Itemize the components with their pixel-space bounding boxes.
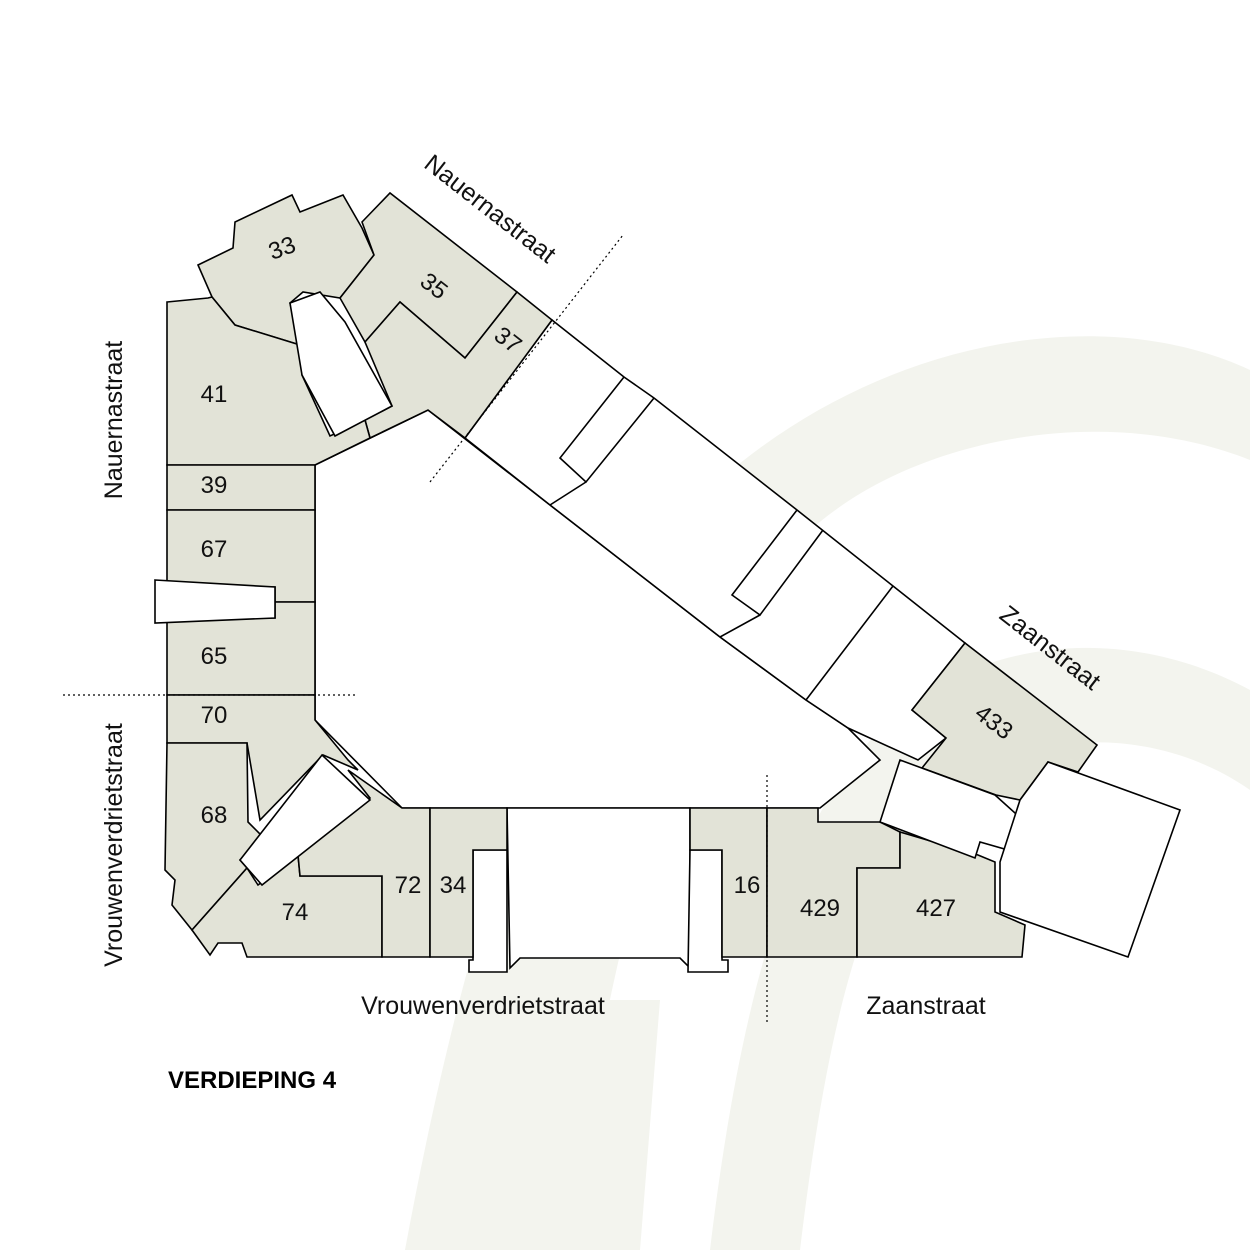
stair-left: [468, 849, 508, 973]
wall-segment: [730, 509, 824, 617]
block-east: [999, 761, 1182, 959]
street-label-zaanstraat-bottom: Zaanstraat: [866, 992, 986, 1020]
unit-label-34: 34: [440, 872, 467, 899]
wall-segment: [719, 614, 761, 638]
unit-label-39: 39: [201, 472, 228, 499]
unit-label-74: 74: [282, 899, 309, 926]
street-label-vrouwenverdrietstraat-left: Vrouwenverdrietstraat: [100, 723, 128, 967]
unit-label-68: 68: [201, 802, 228, 829]
unit-39: [166, 464, 316, 511]
wall-segment: [558, 376, 655, 484]
unit-427: [856, 830, 1026, 958]
division-line: [429, 234, 624, 483]
core-east: [879, 758, 1026, 860]
unit-label-41: 41: [201, 381, 228, 408]
unit-label-70: 70: [201, 702, 228, 729]
unit-label-72: 72: [395, 872, 422, 899]
street-label-nauernastraat-left: Nauernastraat: [100, 341, 128, 499]
unit-label-16: 16: [734, 872, 761, 899]
unit-label-427: 427: [916, 895, 956, 922]
unit-34: [429, 807, 508, 958]
wall-segment: [549, 481, 587, 506]
wall-segment: [805, 585, 894, 701]
entrance-hall: [506, 807, 691, 970]
core-north: [289, 291, 394, 438]
unit-label-65: 65: [201, 643, 228, 670]
core-southwest: [238, 753, 372, 887]
unit-label-429: 429: [800, 895, 840, 922]
street-label-vrouwenverdrietstraat-bottom: Vrouwenverdrietstraat: [361, 992, 605, 1020]
core-west: [154, 579, 276, 624]
floor-title: VERDIEPING 4: [168, 1067, 337, 1094]
unit-label-67: 67: [201, 536, 228, 563]
